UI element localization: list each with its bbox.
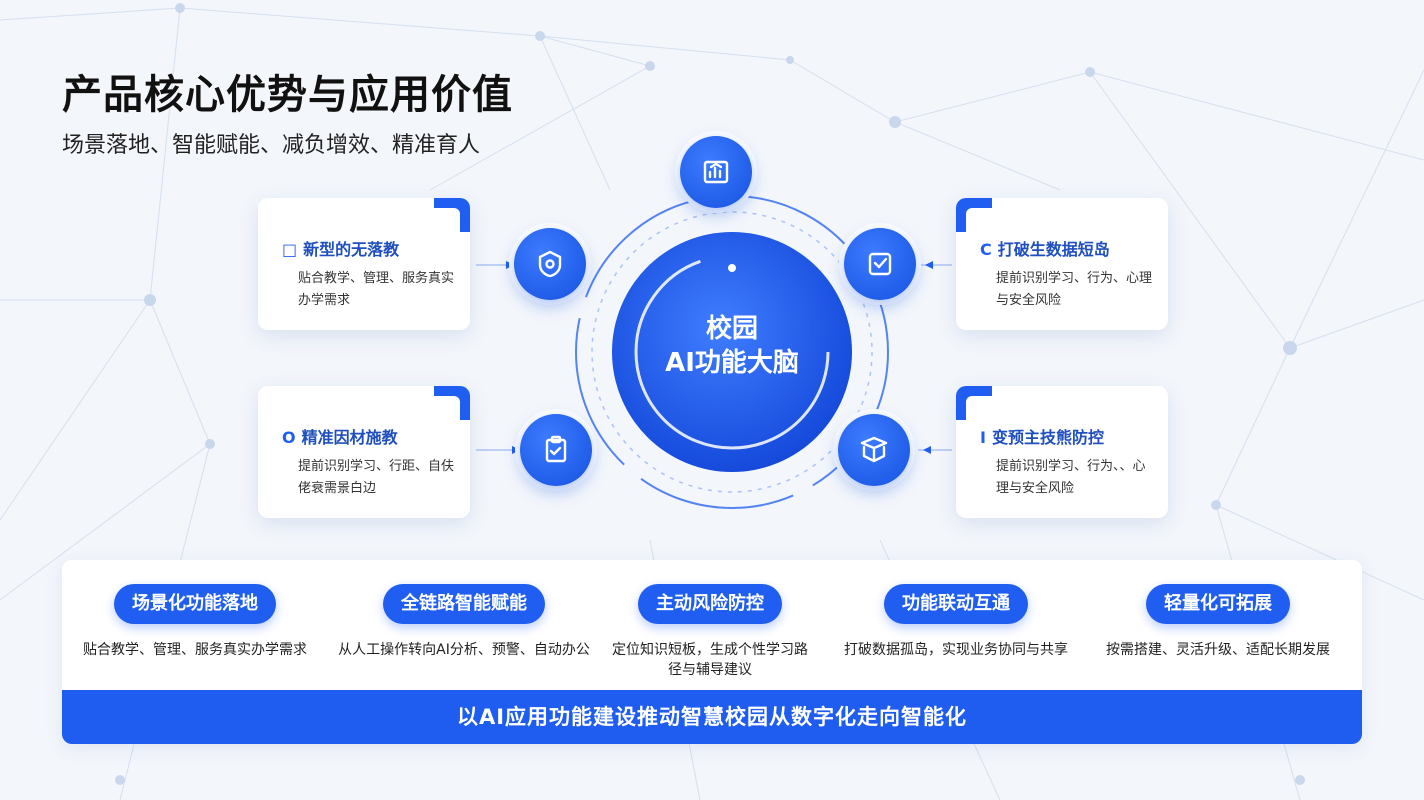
- feature-pill: 主动风险防控: [638, 584, 782, 624]
- card-description: 贴合教学、管理、服务真实办学需求: [298, 271, 455, 308]
- chart-icon: [680, 136, 752, 208]
- square-marker-icon: □: [282, 240, 298, 259]
- feature-pill: 轻量化可拓展: [1146, 584, 1290, 624]
- hub-ring-dot: [728, 264, 736, 272]
- feature-column: 场景化功能落地 贴合教学、管理、服务真实办学需求: [62, 584, 328, 660]
- hub-label-line2: AI功能大脑: [665, 348, 799, 378]
- advantages-panel: 场景化功能落地 贴合教学、管理、服务真实办学需求 全链路智能赋能 从人工操作转向…: [62, 560, 1362, 744]
- feature-description: 打破数据孤岛，实现业务协同与共享: [844, 642, 1068, 658]
- hub-orbit-inner: [591, 211, 873, 493]
- feature-card-left-top: □新型的无落教 贴合教学、管理、服务真实办学需求: [258, 198, 470, 330]
- feature-description: 贴合教学、管理、服务真实办学需求: [83, 642, 307, 658]
- check-icon: [844, 228, 916, 300]
- hub-circle: [612, 232, 852, 472]
- card-description: 提前识别学习、行为、心理与安全风险: [996, 271, 1153, 308]
- feature-column: 轻量化可拓展 按需搭建、灵活升级、适配长期发展: [1092, 584, 1344, 660]
- book-icon: [838, 414, 910, 486]
- feature-pill: 全链路智能赋能: [383, 584, 545, 624]
- page-title: 产品核心优势与应用价值: [62, 72, 513, 118]
- card-description: 提前识别学习、行为、、心理与安全风险: [996, 459, 1146, 496]
- shield-icon: [514, 228, 586, 300]
- hub-label: 校园 AI功能大脑: [612, 312, 852, 380]
- bar-marker-icon: I: [980, 428, 986, 447]
- circle-marker-icon: O: [282, 428, 296, 447]
- feature-pill: 场景化功能落地: [114, 584, 276, 624]
- card-description: 提前识别学习、行距、自伕佬衰需景白边: [298, 459, 455, 496]
- card-title: □新型的无落教: [282, 240, 400, 259]
- feature-column: 功能联动互通 打破数据孤岛，实现业务协同与共享: [826, 584, 1086, 660]
- feature-description: 从人工操作转向AI分析、预警、自动办公: [338, 642, 590, 658]
- c-marker-icon: C: [980, 240, 992, 259]
- feature-column: 主动风险防控 定位知识短板，生成个性学习路径与辅导建议: [610, 584, 810, 680]
- hub-inner-ring: [634, 254, 830, 450]
- feature-description: 定位知识短板，生成个性学习路径与辅导建议: [612, 642, 808, 678]
- hub-label-line1: 校园: [705, 314, 758, 344]
- bottom-banner: 以AI应用功能建设推动智慧校园从数字化走向智能化: [62, 690, 1362, 744]
- feature-pill: 功能联动互通: [884, 584, 1028, 624]
- clipboard-icon: [520, 414, 592, 486]
- feature-column: 全链路智能赋能 从人工操作转向AI分析、预警、自动办公: [328, 584, 600, 660]
- page-subtitle: 场景落地、智能赋能、减负增效、精准育人: [62, 133, 481, 158]
- feature-description: 按需搭建、灵活升级、适配长期发展: [1106, 642, 1330, 658]
